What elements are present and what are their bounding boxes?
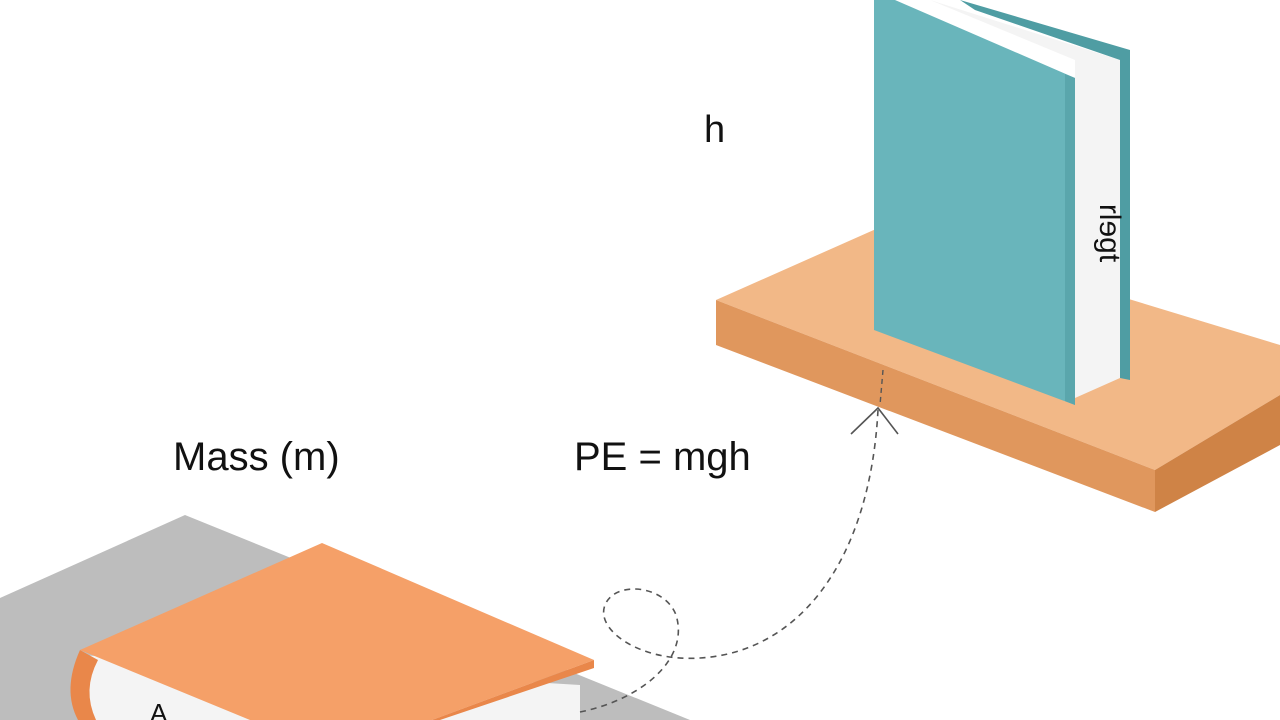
arrowhead-up-icon [850, 406, 899, 435]
flat-book-spine-mark: A [150, 698, 168, 720]
formula-label: PE = mgh [574, 435, 751, 479]
flat-book-cover-edge [250, 660, 594, 720]
flat-book: A [70, 543, 594, 720]
upright-book: rlɘgt [874, 0, 1130, 405]
height-label: h [704, 109, 725, 151]
flat-book-spine [70, 650, 98, 720]
spine-text: rlɘgt [1093, 204, 1126, 263]
shelf-side [1155, 395, 1280, 512]
upright-book-front-cover [874, 0, 1075, 405]
shelf-front [716, 300, 1155, 512]
shelf-drop-line [879, 369, 884, 406]
flat-book-cover [80, 543, 594, 720]
mass-label: Mass (m) [173, 435, 340, 479]
upright-book-cover-edge [1065, 74, 1075, 405]
lift-path [579, 409, 879, 713]
upright-book-pages [930, 0, 1120, 398]
